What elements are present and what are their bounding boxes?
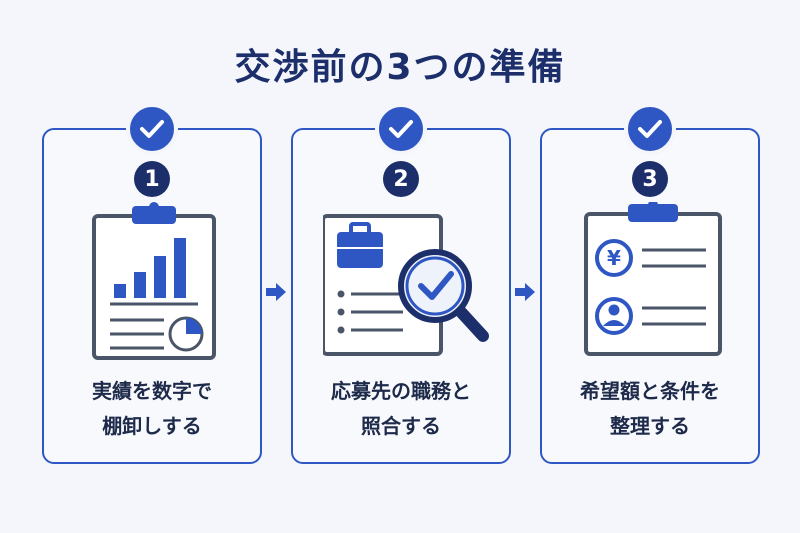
step-number-badge: 1 <box>134 161 170 197</box>
step-label-line2: 整理する <box>610 414 690 438</box>
check-icon <box>375 103 427 155</box>
step-card-3: 3 ¥ 希望額と条件を 整理する <box>540 103 760 464</box>
arrow-right-icon <box>513 282 537 306</box>
step-label: 希望額と条件を 整理する <box>542 374 758 444</box>
page-title: 交渉前の3つの準備 <box>234 47 566 88</box>
check-icon <box>624 103 676 155</box>
step-label-line1: 実績を数字で <box>92 379 212 403</box>
step-card-1: 1 実績を数字で 棚卸しする <box>42 103 262 464</box>
step-card-2: 2 応募先の職務と 照合する <box>291 103 511 464</box>
yen-icon: ¥ <box>607 246 621 270</box>
job-checklist-magnifier-icon <box>321 202 493 366</box>
step-label-line2: 照合する <box>361 414 441 438</box>
clipboard-chart-icon <box>74 202 234 366</box>
step-label: 応募先の職務と 照合する <box>293 374 509 444</box>
clipboard-yen-person-icon: ¥ <box>572 200 732 366</box>
arrow-right-icon <box>264 282 288 306</box>
step-label: 実績を数字で 棚卸しする <box>44 374 260 444</box>
step-number-badge: 2 <box>383 161 419 197</box>
step-label-line2: 棚卸しする <box>102 414 202 438</box>
check-icon <box>126 103 178 155</box>
step-number-badge: 3 <box>632 161 668 197</box>
step-label-line1: 応募先の職務と <box>331 379 471 403</box>
step-label-line1: 希望額と条件を <box>580 379 720 403</box>
